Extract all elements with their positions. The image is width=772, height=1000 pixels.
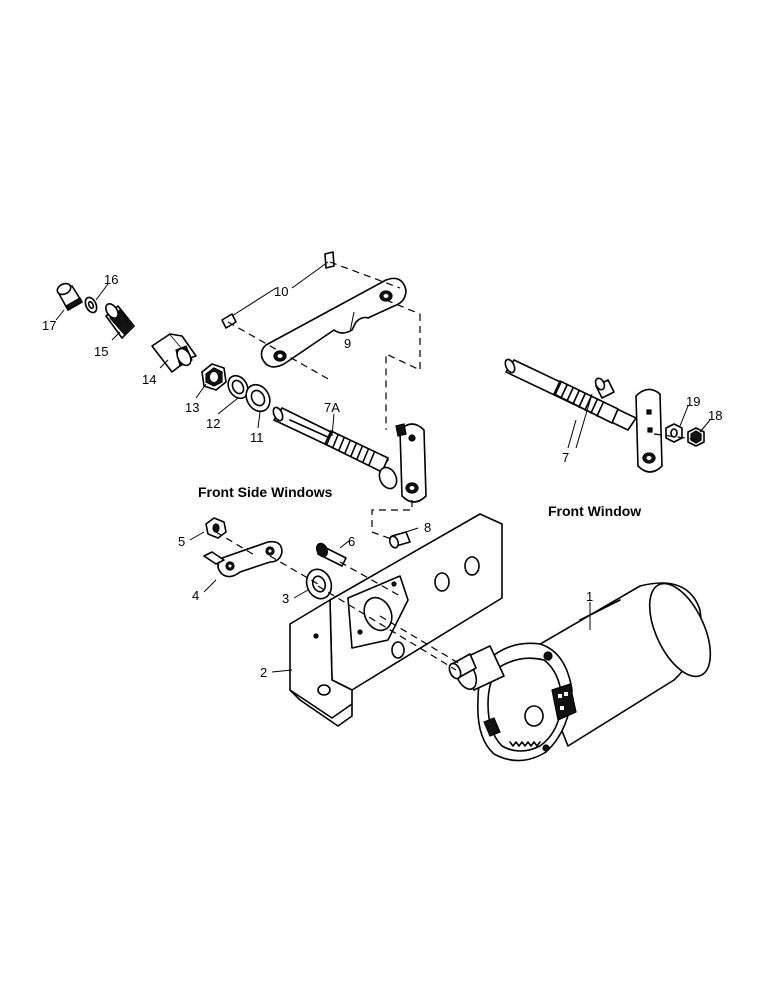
assembly-lines [215, 261, 701, 671]
callout-15: 15 [94, 344, 108, 359]
callout-3: 3 [282, 591, 289, 606]
callout-14: 14 [142, 372, 156, 387]
callout-18: 18 [708, 408, 722, 423]
part-18-nut [687, 427, 705, 447]
part-12-washer [227, 374, 249, 400]
callout-8: 8 [424, 520, 431, 535]
callout-2: 2 [260, 665, 267, 680]
part-15-knurled-bushing [105, 303, 135, 339]
part-3-washer [305, 568, 333, 600]
part-8-screw [388, 531, 411, 549]
callout-13: 13 [185, 400, 199, 415]
callout-11: 11 [250, 430, 264, 445]
callout-5: 5 [178, 534, 185, 549]
part-2-mounting-bracket [289, 513, 503, 727]
part-4-link-plate [203, 540, 283, 578]
callout-17: 17 [42, 318, 56, 333]
callout-numbers: 1 2 3 4 5 6 7 7A 8 9 10 11 12 13 14 15 1… [42, 272, 722, 680]
callout-7: 7 [562, 450, 569, 465]
callout-16: 16 [104, 272, 118, 287]
callout-1: 1 [586, 589, 593, 604]
callout-12: 12 [206, 416, 220, 431]
callout-19: 19 [686, 394, 700, 409]
callout-6: 6 [348, 534, 355, 549]
heading-front-window: Front Window [548, 503, 641, 519]
part-14-hex-bushing [151, 333, 197, 373]
part-13-nut [201, 363, 227, 391]
part-16-washer [84, 296, 98, 314]
part-9-link-arm [260, 277, 407, 368]
heading-front-side-windows: Front Side Windows [198, 484, 333, 500]
part-1-wiper-motor [448, 582, 712, 762]
part-7a-shaft-assembly [272, 406, 427, 503]
part-17-cap-nut [56, 282, 83, 311]
part-19-nut [665, 423, 683, 443]
part-6-bolt [315, 542, 347, 567]
part-5-nut [205, 517, 227, 539]
callout-7a: 7A [324, 400, 340, 415]
part-11-flat-washer [245, 383, 271, 413]
callout-4: 4 [192, 588, 199, 603]
callout-leaders [55, 261, 711, 673]
callout-9: 9 [344, 336, 351, 351]
part-7-front-window-shaft [504, 358, 663, 473]
callout-10: 10 [274, 284, 288, 299]
